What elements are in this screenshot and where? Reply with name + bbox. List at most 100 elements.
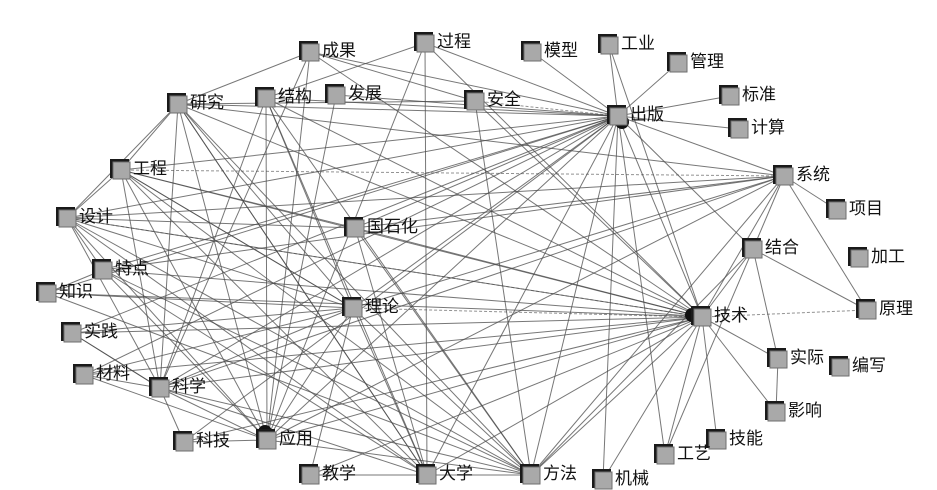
node-label: 安全 [487,90,521,110]
edge-yingyong-lilun [266,307,354,441]
node-chuban[interactable]: 出版 [607,105,664,126]
node-zhishi[interactable]: 知识 [36,282,93,303]
node-shiji[interactable]: 实际 [767,348,824,369]
node-box [730,120,749,139]
node-label: 结构 [278,87,312,107]
node-guocheng[interactable]: 过程 [414,32,471,53]
edge-guocheng-daxue [424,42,428,476]
node-jiaoxue[interactable]: 教学 [299,464,356,485]
edge-lilun-jiaoxue [309,307,354,476]
node-label: 加工 [871,247,905,267]
node-yuanli[interactable]: 原理 [856,299,913,320]
node-box [58,209,77,228]
edge-kexue-cailiao [83,374,161,389]
node-cailiao[interactable]: 材料 [73,364,130,385]
node-jixie[interactable]: 机械 [592,469,649,490]
node-xiangmu[interactable]: 项目 [826,199,883,220]
node-anquan[interactable]: 安全 [464,90,521,111]
node-sheji[interactable]: 设计 [56,207,113,228]
node-guanli[interactable]: 管理 [667,52,724,73]
node-label: 影响 [788,401,822,421]
node-jisuan[interactable]: 计算 [728,118,785,139]
node-label: 实际 [790,348,824,368]
edge-chengguo-anquan [309,51,476,102]
edge-jishu-gongyi [664,316,703,456]
node-gongcheng[interactable]: 工程 [110,159,167,180]
node-daxue[interactable]: 大学 [416,464,473,485]
node-label: 标准 [742,85,776,105]
node-yingyong[interactable]: 应用 [256,429,313,450]
edge-xitong-jiehe [752,175,785,250]
edge-chuban-chengguo [309,51,619,117]
node-box [416,34,435,53]
node-box [175,433,194,452]
edge-fangfa-xitong [530,175,785,476]
node-label: 原理 [879,299,913,319]
node-jishu[interactable]: 技术 [691,306,748,327]
node-box [769,350,788,369]
node-jiagong[interactable]: 加工 [848,247,905,268]
edge-chuban-gongcheng [120,115,619,171]
node-yanjiu[interactable]: 研究 [167,93,224,114]
edge-gongcheng-guoshihua [120,169,356,229]
edge-kexue-lilun [159,307,354,389]
edge-kexue-gongcheng [120,169,161,389]
edge-jishu-zhishi [46,292,703,318]
node-box [708,431,727,450]
edge-fangfa-gongcheng [120,169,532,476]
node-lilun[interactable]: 理论 [342,297,399,318]
edge-daxue-tedian [102,269,428,476]
node-jiegou[interactable]: 结构 [255,87,312,108]
node-guoshihua[interactable]: 国石化 [344,217,418,238]
node-box [301,466,320,485]
edge-jishu-shiji [701,316,779,360]
edge-kexue-daxue [159,387,428,476]
node-box [850,249,869,268]
node-fangfa[interactable]: 方法 [520,464,577,485]
edge-shijian-kexue [71,332,161,389]
edge-chuban-biaozhun [617,95,731,117]
edge-jishu-fangfa [530,316,703,476]
node-bianxie[interactable]: 编写 [829,356,886,377]
edge-lilun-zhishi [46,292,354,309]
node-label: 成果 [322,41,356,61]
node-label: 方法 [543,464,577,484]
node-jineng[interactable]: 技能 [706,429,763,450]
node-label: 科技 [196,431,230,451]
node-yingxiang[interactable]: 影响 [765,401,822,422]
node-chengguo[interactable]: 成果 [299,41,356,62]
edge-jishu-anquan [474,100,703,318]
node-shijian[interactable]: 实践 [61,322,118,343]
edge-fangfa-anquan [474,100,532,476]
node-box [63,324,82,343]
edge-gongcheng-lilun [120,169,354,309]
edge-chuban-gongyi [617,115,666,456]
node-label: 工艺 [677,444,711,464]
node-box [609,107,628,126]
node-gongye[interactable]: 工业 [598,34,655,55]
edge-jishu-jiehe [701,248,754,318]
node-fazhan[interactable]: 发展 [325,84,382,105]
edge-lilun-cailiao [83,307,354,376]
node-label: 项目 [849,199,883,219]
node-kexue[interactable]: 科学 [149,377,206,398]
edge-chuban-moxing [531,51,619,117]
node-label: 技能 [729,429,763,449]
edge-yingyong-xitong [266,175,785,441]
node-moxing[interactable]: 模型 [521,41,578,62]
node-tedian[interactable]: 特点 [92,259,149,280]
node-xitong[interactable]: 系统 [773,165,830,186]
edge-guoshihua-daxue [354,227,428,476]
edge-chuban-guanli [617,62,679,117]
node-box [600,36,619,55]
node-keji[interactable]: 科技 [173,431,230,452]
node-label: 国石化 [367,217,418,237]
node-gongyi[interactable]: 工艺 [654,444,711,465]
edge-jiehe-shiji [752,248,779,360]
edge-chuban-kexue [159,115,619,389]
edge-chuban-guocheng [424,42,619,117]
node-jiehe[interactable]: 结合 [742,238,799,259]
edge-kexue-xitong [159,175,785,389]
node-biaozhun[interactable]: 标准 [719,85,776,106]
edge-chuban-cailiao [83,115,619,376]
